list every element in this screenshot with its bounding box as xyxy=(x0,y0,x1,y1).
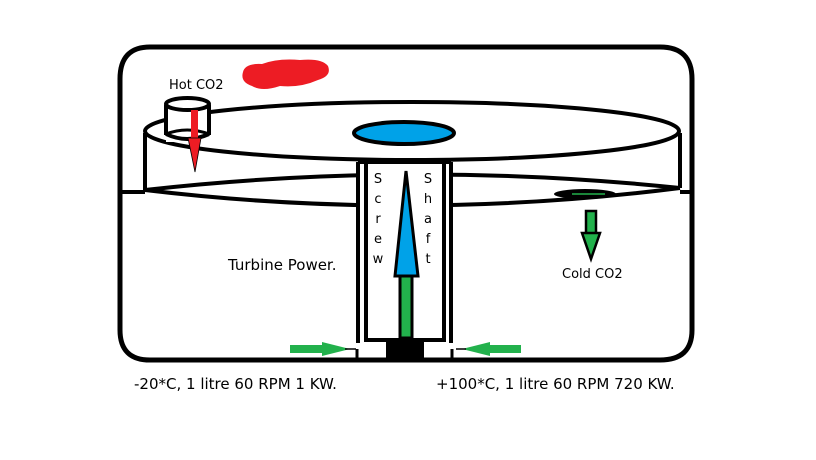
vertical-letter: c xyxy=(374,192,382,207)
vertical-letter: S xyxy=(423,172,433,187)
turbine-power-label: Turbine Power. xyxy=(228,256,337,274)
vertical-letter: f xyxy=(425,232,431,247)
right-condition-label: +100*C, 1 litre 60 RPM 720 KW. xyxy=(436,375,675,393)
vertical-letter: r xyxy=(375,212,381,227)
vertical-letter: S xyxy=(373,172,383,187)
water-opening xyxy=(352,120,456,146)
red-heat-blob xyxy=(242,59,329,89)
hot-co2-label: Hot CO2 xyxy=(169,78,224,93)
vertical-letter: w xyxy=(372,252,384,267)
vertical-letter: a xyxy=(424,212,432,227)
vertical-letter: e xyxy=(374,232,382,247)
hot-arrow-head xyxy=(187,137,202,173)
hot-inlet-bottom-back xyxy=(165,128,210,136)
vertical-letter: h xyxy=(423,192,433,207)
vertical-letter: t xyxy=(425,252,431,267)
cold-co2-label: Cold CO2 xyxy=(562,267,623,282)
shaft-base xyxy=(386,340,424,362)
cold-co2-arrow xyxy=(580,209,602,263)
hot-inlet-bottom xyxy=(165,132,210,141)
hot-inlet-top xyxy=(164,96,211,112)
left-condition-label: -20*C, 1 litre 60 RPM 1 KW. xyxy=(134,375,337,393)
inflow-arrow-left xyxy=(290,342,356,356)
inflow-arrow-right xyxy=(456,342,521,356)
lift-arrow-shaft xyxy=(398,274,414,340)
outer-container xyxy=(117,44,695,363)
hot-arrow-shaft xyxy=(191,110,198,140)
